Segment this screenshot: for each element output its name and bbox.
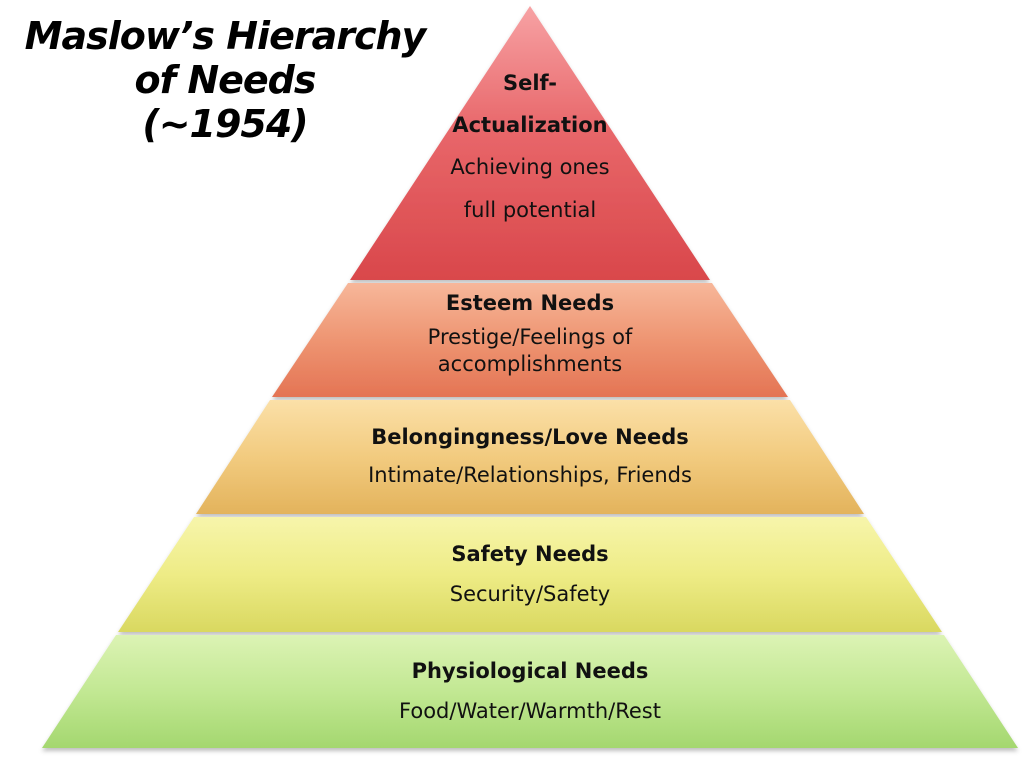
level-esteem: Esteem Needs Prestige/Feelings of accomp… [330, 288, 730, 378]
level-description: Intimate/Relationships, Friends [368, 463, 692, 487]
level-safety-shape [118, 517, 942, 632]
level-description: Security/Safety [449, 582, 611, 606]
title-line-3: (~1954) [142, 102, 308, 146]
title-line-1: Maslow’s Hierarchy [24, 14, 427, 58]
level-safety: Safety Needs Security/Safety [330, 539, 730, 608]
level-physiological-shape [42, 635, 1018, 748]
level-belongingness-shape [196, 400, 864, 514]
level-physiological: Physiological Needs Food/Water/Warmth/Re… [300, 656, 760, 725]
level-title: Self- [502, 71, 558, 95]
level-title: Safety Needs [451, 542, 609, 566]
level-esteem-shape [272, 283, 788, 397]
page-title: Maslow’s Hierarchy of Needs (~1954) [0, 14, 450, 146]
level-title: Belongingness/Love Needs [371, 425, 689, 449]
level-title: Esteem Needs [445, 291, 615, 315]
level-self-actualization: Self- Actualization Achieving ones full … [400, 62, 660, 232]
title-line-2: of Needs [134, 58, 316, 102]
level-description: Achieving ones [450, 155, 610, 179]
level-description: Prestige/Feelings of [427, 325, 633, 349]
level-title: Physiological Needs [411, 659, 649, 683]
level-self-actualization-shape [350, 6, 710, 280]
level-description: full potential [463, 198, 597, 222]
level-title: Actualization [452, 113, 608, 137]
level-description: accomplishments [437, 352, 623, 376]
level-description: Food/Water/Warmth/Rest [399, 699, 661, 723]
level-belongingness: Belongingness/Love Needs Intimate/Relati… [280, 422, 780, 489]
